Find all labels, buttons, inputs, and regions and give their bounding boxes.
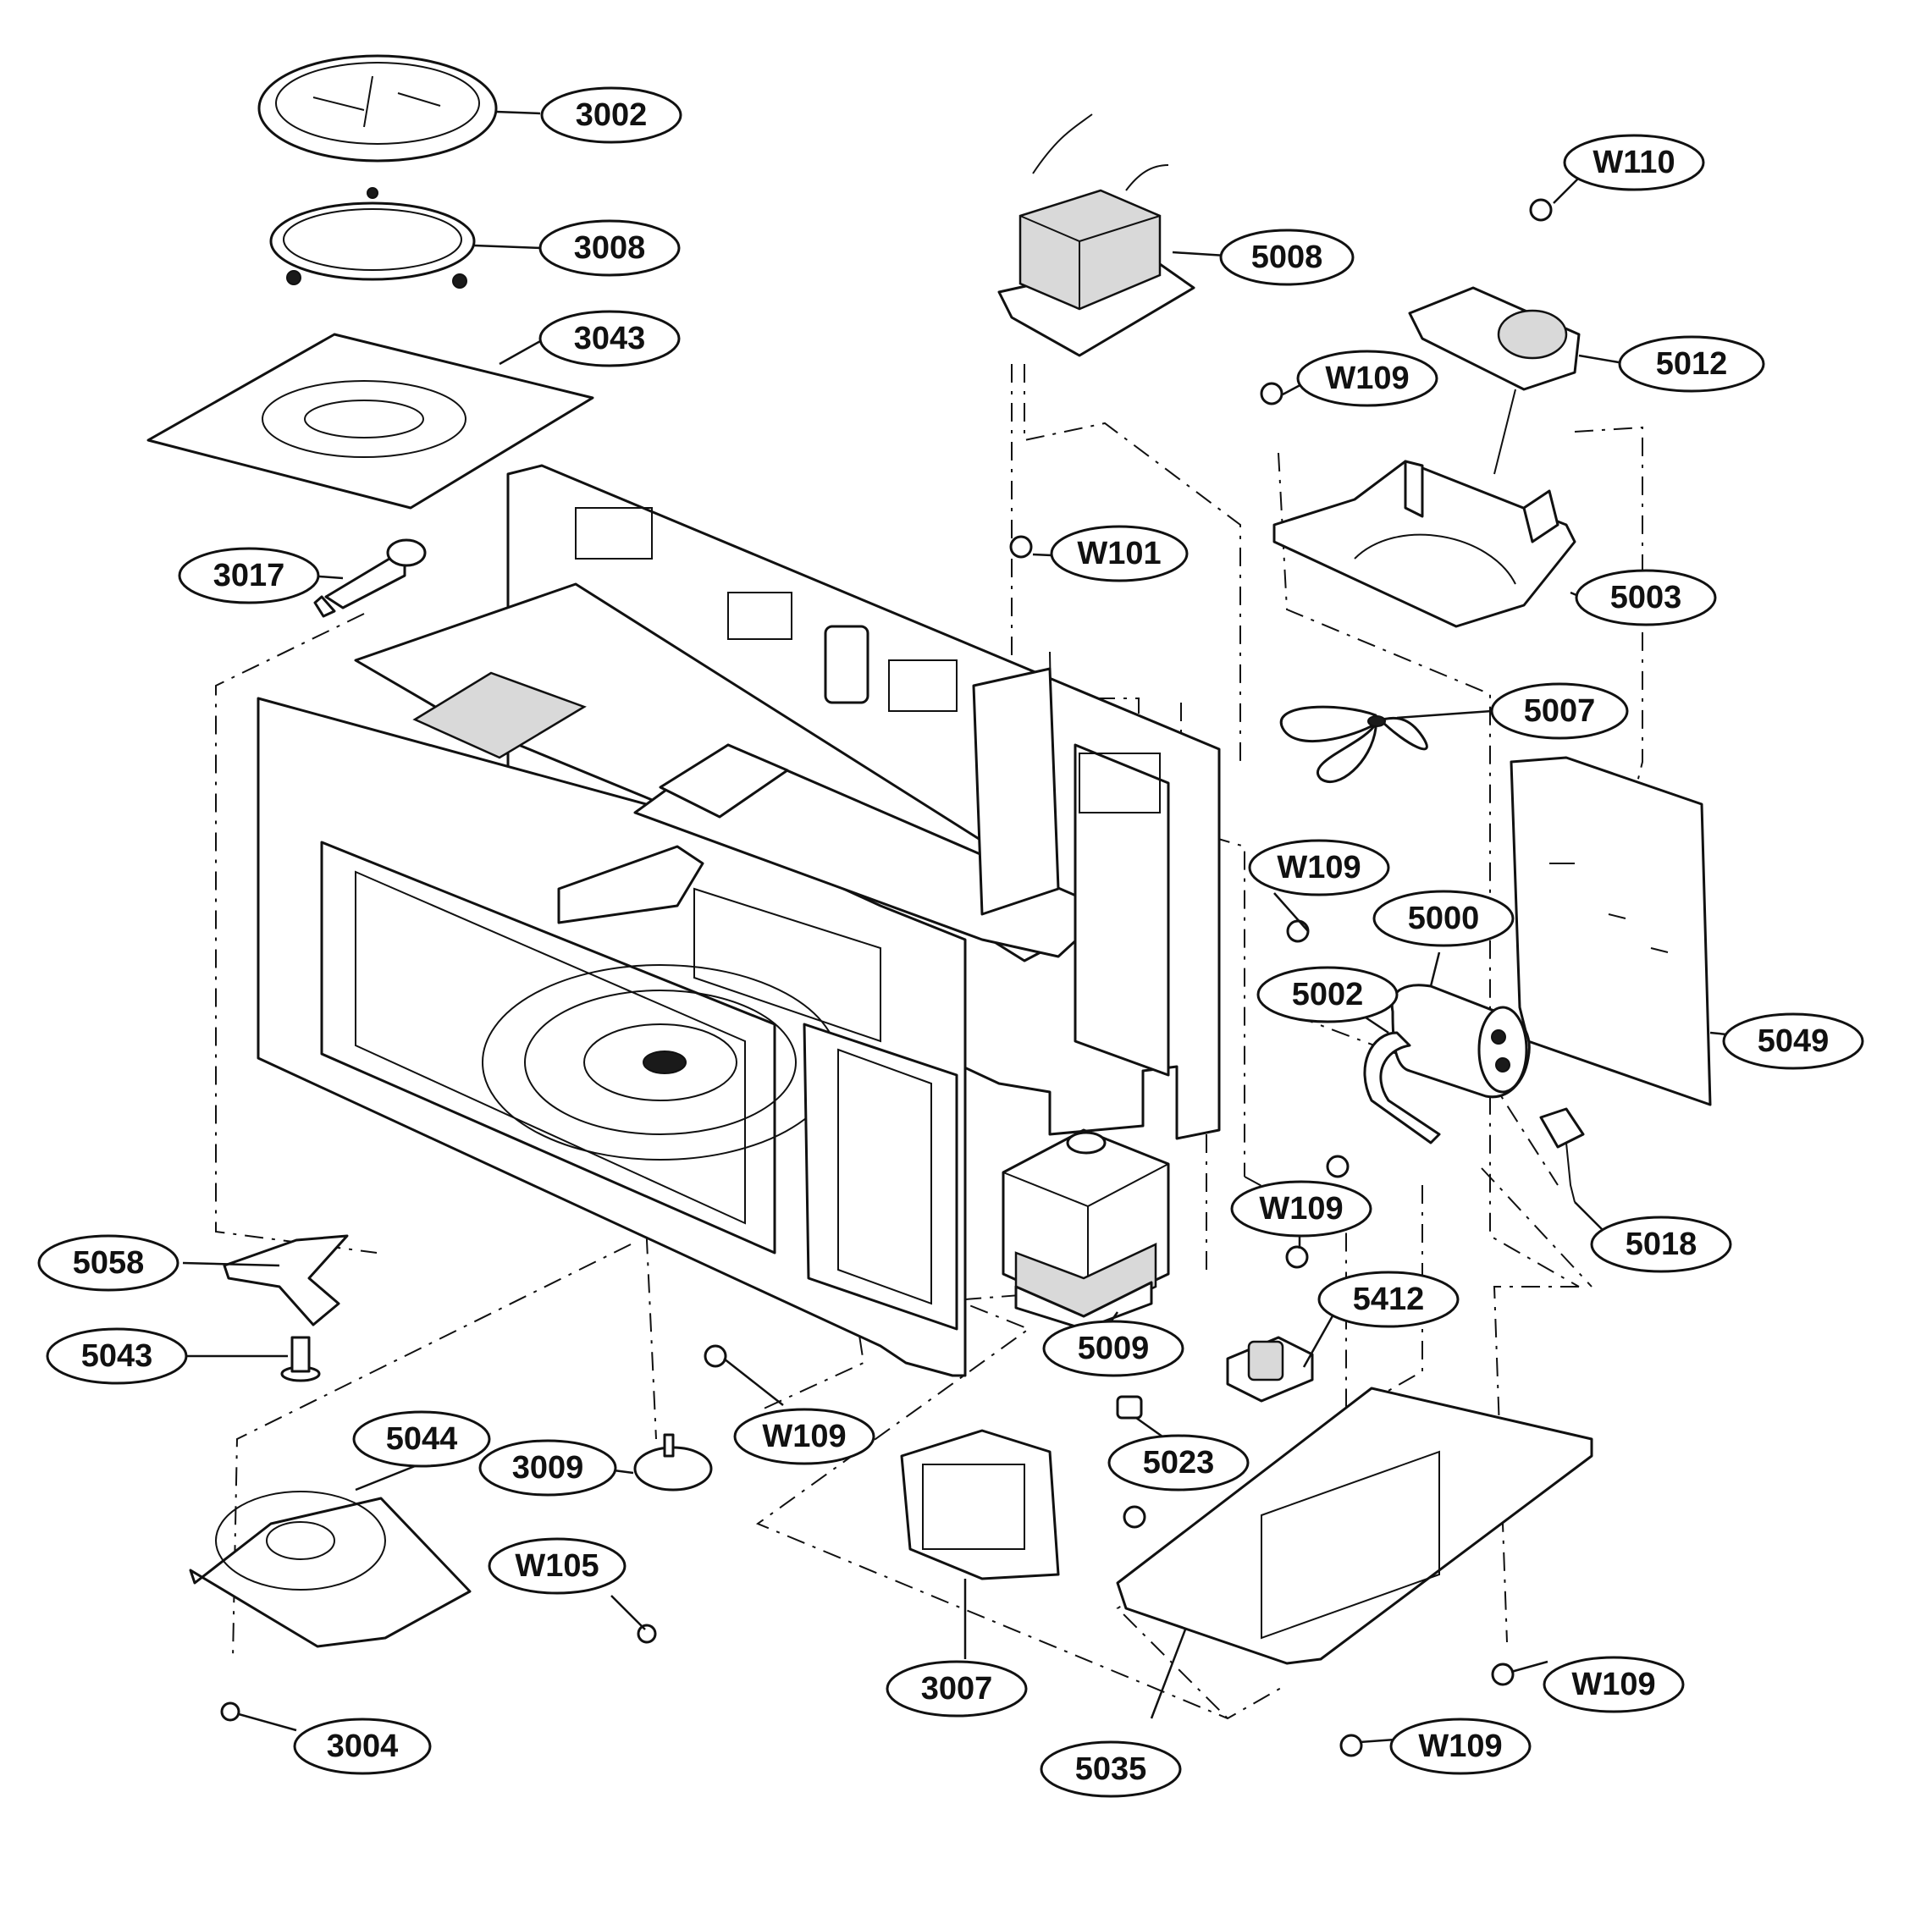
callout-W110: W110: [1563, 134, 1705, 191]
callout-W105: W105: [488, 1537, 627, 1595]
callout-3002: 3002: [540, 86, 682, 144]
part-coupler: [313, 538, 427, 618]
callout-5008: 5008: [1219, 229, 1355, 286]
part-grille: [189, 1491, 472, 1648]
callout-label-W109-magnetron: W109: [1259, 1191, 1343, 1227]
callout-label-W110: W110: [1593, 145, 1675, 180]
callout-W109-mid: W109: [1248, 839, 1390, 896]
callout-5003: 5003: [1575, 569, 1717, 626]
callout-5043: 5043: [46, 1327, 188, 1385]
callout-label-5412: 5412: [1353, 1282, 1425, 1317]
part-turntable-motor: [633, 1433, 713, 1492]
callout-label-3007: 3007: [921, 1671, 993, 1707]
callout-5012: 5012: [1618, 335, 1765, 393]
oven-cavity-chassis: [257, 464, 1221, 1377]
callout-5023: 5023: [1107, 1434, 1250, 1492]
part-transformer: [997, 113, 1195, 357]
callout-label-W109-bottom: W109: [1418, 1729, 1502, 1764]
callout-label-W101: W101: [1077, 536, 1161, 571]
callout-label-3017: 3017: [213, 558, 285, 593]
part-capacitor: [1390, 984, 1531, 1099]
part-fan-motor: [1408, 286, 1581, 475]
part-base-plate: [1116, 1387, 1593, 1665]
part-magnetron: [1002, 1128, 1170, 1331]
part-capacitor-band: [1363, 1031, 1441, 1144]
callout-label-5018: 5018: [1626, 1227, 1697, 1262]
callout-label-5058: 5058: [73, 1245, 145, 1281]
part-waveguide-cover: [146, 333, 594, 510]
callout-W109-lower: W109: [733, 1408, 875, 1465]
callout-label-5023: 5023: [1143, 1445, 1215, 1481]
callout-3004: 3004: [293, 1718, 432, 1775]
callout-label-W109-mid: W109: [1277, 850, 1361, 885]
part-diode: [1539, 1107, 1585, 1203]
part-stirrer-shaft: [280, 1336, 321, 1382]
callout-label-5008: 5008: [1251, 240, 1323, 275]
callout-label-3009: 3009: [512, 1450, 584, 1486]
part-fuse: [1226, 1336, 1314, 1403]
callout-W109-top: W109: [1296, 350, 1438, 407]
part-turntable-tray: [257, 54, 498, 163]
callout-label-5007: 5007: [1524, 693, 1596, 729]
callout-label-3043: 3043: [574, 321, 646, 356]
part-roller-ring: [269, 187, 476, 289]
callout-5049: 5049: [1722, 1012, 1864, 1070]
callout-3007: 3007: [886, 1660, 1028, 1718]
callout-5002: 5002: [1256, 966, 1399, 1023]
part-waveguide: [900, 1429, 1060, 1580]
callout-5007: 5007: [1490, 682, 1629, 740]
part-fan-blade: [1279, 705, 1428, 783]
callout-W109-magnetron: W109: [1230, 1180, 1372, 1238]
callout-label-5002: 5002: [1292, 977, 1364, 1012]
callout-3043: 3043: [538, 310, 681, 367]
callout-5035: 5035: [1040, 1740, 1182, 1798]
screws: [220, 198, 1553, 1757]
callout-label-5012: 5012: [1656, 346, 1728, 382]
part-mounting-plate: [1510, 756, 1712, 1106]
callout-label-5044: 5044: [386, 1421, 458, 1457]
part-fan-housing: [1272, 460, 1576, 628]
callout-label-W109-lower: W109: [762, 1419, 846, 1454]
callout-5009: 5009: [1042, 1320, 1184, 1377]
part-stirrer-blade: [223, 1234, 349, 1326]
callout-W101: W101: [1050, 525, 1189, 582]
callout-label-5035: 5035: [1075, 1751, 1147, 1787]
callout-label-W105: W105: [515, 1548, 599, 1584]
callout-label-W109-top: W109: [1325, 361, 1409, 396]
part-thermal-switch: [1116, 1395, 1143, 1420]
callout-label-5043: 5043: [81, 1338, 153, 1374]
callout-5044: 5044: [352, 1410, 491, 1468]
callout-5018: 5018: [1590, 1216, 1732, 1273]
callout-3017: 3017: [178, 547, 320, 604]
callout-5058: 5058: [37, 1234, 179, 1292]
callout-3008: 3008: [538, 219, 681, 277]
callout-label-5003: 5003: [1610, 580, 1682, 615]
callout-label-W109-right: W109: [1571, 1667, 1655, 1702]
callout-label-3008: 3008: [574, 230, 646, 266]
callout-W109-right: W109: [1543, 1656, 1685, 1713]
callout-5000: 5000: [1372, 890, 1515, 947]
callout-label-5009: 5009: [1078, 1331, 1150, 1366]
callout-label-3002: 3002: [576, 97, 648, 133]
callout-label-3004: 3004: [327, 1729, 399, 1764]
callout-W109-bottom: W109: [1389, 1718, 1532, 1775]
callout-5412: 5412: [1317, 1271, 1460, 1328]
callout-label-5000: 5000: [1408, 901, 1480, 936]
callout-label-5049: 5049: [1758, 1023, 1830, 1059]
callout-3009: 3009: [478, 1439, 617, 1497]
